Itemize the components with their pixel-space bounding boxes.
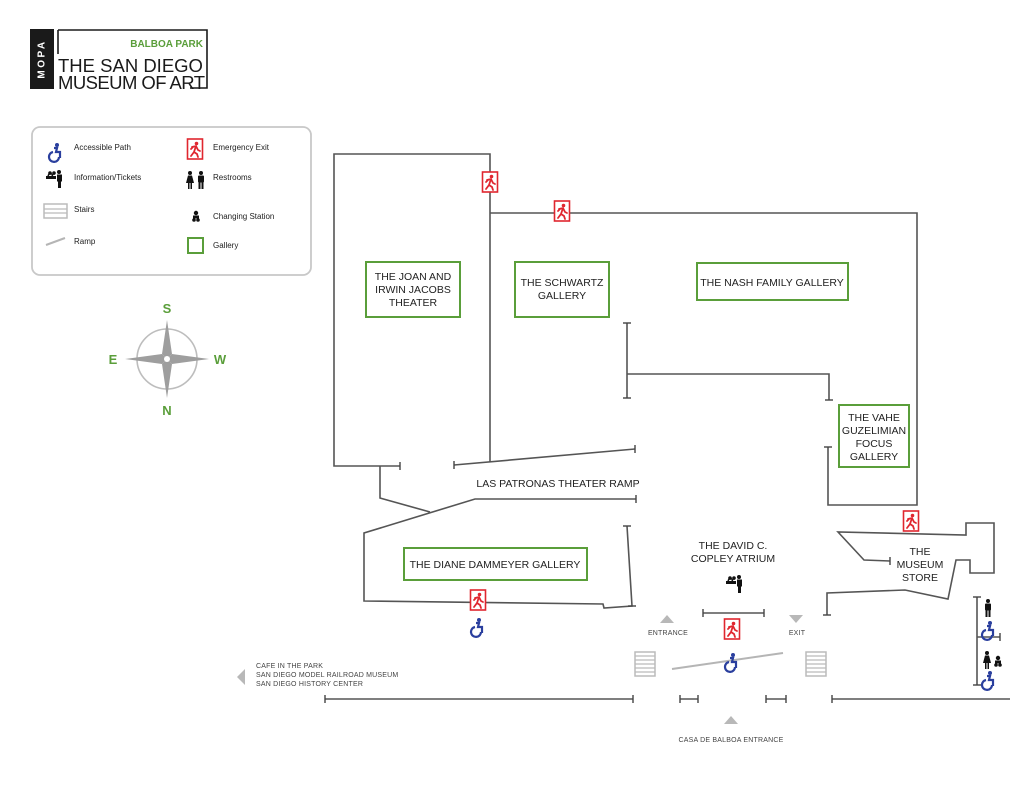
las-patronas-ramp-label: LAS PATRONAS THEATER RAMP	[476, 478, 639, 490]
entrance-marker[interactable]: ENTRANCE	[648, 615, 688, 637]
arrow-left-icon	[237, 669, 245, 685]
gallery-nash-family[interactable]: THE NASH FAMILY GALLERY	[696, 262, 849, 301]
compass-arrow-east	[125, 354, 167, 364]
baby-changing-icon	[994, 655, 1002, 667]
legend-item-ramp: Ramp	[45, 237, 96, 246]
gallery-label: THE VAHE	[848, 412, 900, 424]
legend-item-gallery: Gallery	[187, 237, 238, 254]
gallery-label: GUZELIMIAN	[842, 425, 906, 437]
exit-marker[interactable]: EXIT	[789, 615, 806, 637]
museum-store[interactable]: THE MUSEUM STORE	[897, 546, 944, 584]
store-label: MUSEUM	[897, 559, 944, 571]
gallery-label: THE DIANE DAMMEYER GALLERY	[410, 559, 581, 571]
wheelchair-icon	[980, 669, 995, 691]
compass-arrow-west	[167, 354, 209, 364]
wheelchair-icon	[469, 616, 484, 638]
legend-label: Gallery	[213, 241, 238, 250]
compass-arrow-south	[162, 320, 172, 359]
directions-sign[interactable]: CAFE IN THE PARK SAN DIEGO MODEL RAILROA…	[237, 663, 398, 688]
exit-label: EXIT	[789, 630, 806, 637]
gallery-label: FOCUS	[856, 438, 893, 450]
emergency-exit-icon	[481, 171, 499, 193]
copley-atrium[interactable]: THE DAVID C. COPLEY ATRIUM	[691, 540, 775, 565]
atrium-label: THE DAVID C.	[699, 540, 768, 552]
compass-label-top: S	[163, 301, 172, 316]
gallery-schwartz[interactable]: THE SCHWARTZ GALLERY	[514, 261, 610, 318]
wheelchair-icon	[723, 651, 738, 673]
gallery-label: IRWIN JACOBS	[375, 284, 451, 296]
logo-vertical-mark: MOPA	[37, 39, 48, 78]
compass-label-left: E	[109, 352, 118, 367]
compass-label-right: W	[214, 352, 227, 367]
compass-rose: S E W N	[109, 301, 227, 418]
legend-label: Ramp	[74, 237, 96, 246]
casa-de-balboa-entrance[interactable]: CASA DE BALBOA ENTRANCE	[679, 716, 784, 744]
legend-item-restrooms: Restrooms	[186, 171, 252, 189]
gallery-icon	[187, 237, 204, 254]
direction-label: SAN DIEGO HISTORY CENTER	[256, 681, 363, 688]
gallery-jacobs-theater[interactable]: THE JOAN AND IRWIN JACOBS THEATER	[365, 261, 461, 318]
legend-item-changing: Changing Station	[192, 210, 274, 222]
gallery-label: THE SCHWARTZ	[521, 277, 604, 289]
logo-title-line2: MUSEUM OF ART	[58, 72, 205, 93]
compass-arrow-north	[162, 359, 172, 398]
logo-park: BALBOA PARK	[130, 39, 204, 50]
ramp-icon	[45, 237, 66, 246]
entrance-arrow-icon	[660, 615, 674, 623]
gallery-dammeyer[interactable]: THE DIANE DAMMEYER GALLERY	[403, 547, 588, 581]
store-label: THE	[910, 546, 931, 558]
restroom-men-icon	[985, 599, 991, 617]
gallery-label: GALLERY	[538, 290, 586, 302]
legend-label: Accessible Path	[74, 143, 131, 152]
gallery-label: GALLERY	[850, 451, 898, 463]
legend-item-information: Information/Tickets	[45, 169, 141, 189]
gallery-label: THE JOAN AND	[375, 271, 452, 283]
store-label: STORE	[902, 572, 938, 584]
compass-label-bottom: N	[162, 403, 171, 418]
legend-item-accessible: Accessible Path	[47, 141, 131, 163]
legend-label: Information/Tickets	[74, 173, 141, 182]
gallery-label: THEATER	[389, 297, 438, 309]
legend-box	[31, 126, 312, 276]
legend: Accessible Path Information/Tickets Stai…	[31, 126, 312, 276]
emergency-exit-icon	[186, 138, 204, 160]
entrance-label: ENTRANCE	[648, 630, 688, 637]
information-desk-icon	[725, 574, 743, 594]
emergency-exit-icon	[553, 200, 571, 222]
casa-entrance-label: CASA DE BALBOA ENTRANCE	[679, 737, 784, 744]
logo-frame	[58, 29, 208, 89]
legend-label: Changing Station	[213, 212, 274, 221]
museum-logo[interactable]: MOPA BALBOA PARK THE SAN DIEGO MUSEUM OF…	[30, 29, 208, 93]
legend-label: Emergency Exit	[213, 143, 270, 152]
legend-item-stairs: Stairs	[43, 203, 94, 219]
emergency-exit-icon	[723, 618, 741, 640]
restroom-women-icon	[983, 651, 991, 669]
direction-label: CAFE IN THE PARK	[256, 663, 323, 670]
exit-arrow-icon	[789, 615, 803, 623]
logo-mark-block	[30, 29, 54, 89]
emergency-exit-icon	[469, 589, 487, 611]
atrium-label: COPLEY ATRIUM	[691, 553, 775, 565]
direction-label: SAN DIEGO MODEL RAILROAD MUSEUM	[256, 672, 398, 679]
floor-plan-walls	[324, 153, 1010, 703]
stairs-icon	[634, 651, 656, 677]
legend-label: Restrooms	[213, 173, 252, 182]
legend-label: Stairs	[74, 205, 94, 214]
ramp-icon	[671, 652, 784, 670]
gallery-guzelimian-focus[interactable]: THE VAHE GUZELIMIAN FOCUS GALLERY	[838, 404, 910, 468]
legend-item-exit: Emergency Exit	[186, 138, 270, 160]
gallery-label: THE NASH FAMILY GALLERY	[700, 277, 844, 289]
logo-title-line1: THE SAN DIEGO	[58, 55, 203, 76]
entrance-arrow-icon	[724, 716, 738, 724]
stairs-icon	[805, 651, 827, 677]
emergency-exit-icon	[902, 510, 920, 532]
